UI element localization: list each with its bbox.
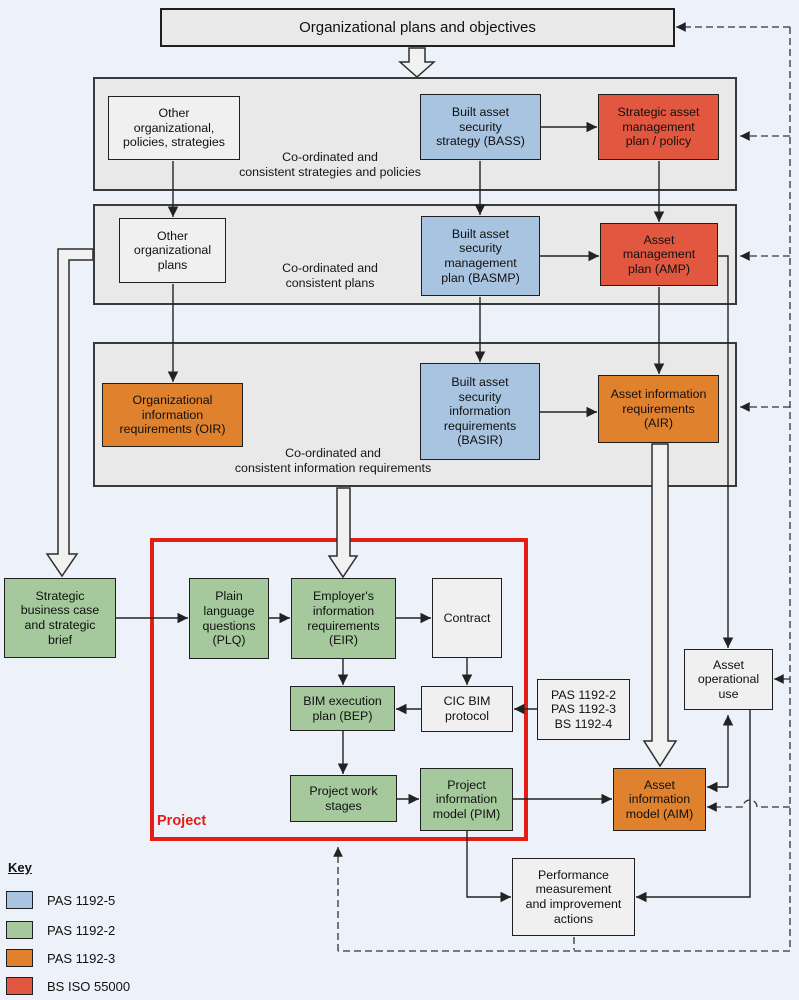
box-other-organizational-plans: Other organizational plans — [119, 218, 226, 283]
arrow-assetop-to-performance — [636, 710, 751, 903]
hollow-arrow-row3-to-eir — [327, 487, 359, 579]
caption-row3: Co-ordinated and consistent information … — [234, 446, 432, 475]
box-amp: Asset management plan (AMP) — [600, 223, 718, 286]
hollow-arrow-title-to-row1 — [398, 47, 436, 79]
legend-swatch-pas-1192-5 — [6, 891, 33, 909]
box-oir: Organizational information requirements … — [102, 383, 243, 447]
box-other-organizational-policies-strategies: Other organizational, policies, strategi… — [108, 96, 240, 160]
box-performance-measurement: Performance measurement and improvement … — [512, 858, 635, 936]
legend-item-pas-1192-2: PAS 1192-2 — [6, 921, 115, 939]
legend-label-pas-1192-3: PAS 1192-3 — [47, 950, 116, 966]
legend-swatch-pas-1192-3 — [6, 949, 33, 967]
box-air: Asset information requirements (AIR) — [598, 375, 719, 443]
dashed-feedback-lines — [333, 22, 791, 952]
hollow-arrow-row2-to-sbc — [45, 248, 94, 578]
box-pas-references: PAS 1192-2 PAS 1192-3 BS 1192-4 — [537, 679, 630, 740]
legend-label-pas-1192-5: PAS 1192-5 — [47, 892, 116, 908]
box-project-work-stages: Project work stages — [290, 775, 397, 822]
legend-item-pas-1192-5: PAS 1192-5 — [6, 891, 115, 909]
box-pim: Project information model (PIM) — [420, 768, 513, 831]
legend-swatch-pas-1192-2 — [6, 921, 33, 939]
legend-label-pas-1192-2: PAS 1192-2 — [47, 922, 116, 938]
legend-item-pas-1192-3: PAS 1192-3 — [6, 949, 115, 967]
solid-flow-arrows — [116, 121, 751, 903]
box-strategic-business-case: Strategic business case and strategic br… — [4, 578, 116, 658]
box-bass: Built asset security strategy (BASS) — [420, 94, 541, 160]
hollow-arrow-air-to-aim — [642, 443, 678, 768]
box-cic-bim-protocol: CIC BIM protocol — [421, 686, 513, 732]
title-box: Organizational plans and objectives — [160, 8, 675, 47]
legend-heading: Key — [8, 860, 32, 875]
project-label: Project — [157, 813, 207, 829]
box-basir: Built asset security information require… — [420, 363, 540, 460]
box-strategic-asset-management-plan: Strategic asset management plan / policy — [598, 94, 719, 160]
box-basmp: Built asset security management plan (BA… — [421, 216, 540, 296]
dashed-into-aim-with-hop — [707, 799, 790, 812]
caption-row2: Co-ordinated and consistent plans — [282, 261, 378, 290]
legend-label-bs-iso-55000: BS ISO 55000 — [47, 978, 131, 994]
box-plq: Plain language questions (PLQ) — [189, 578, 269, 659]
legend-item-bs-iso-55000: BS ISO 55000 — [6, 977, 130, 995]
arrow-pim-to-performance — [466, 831, 511, 903]
box-eir: Employer's information requirements (EIR… — [291, 578, 396, 659]
box-bep: BIM execution plan (BEP) — [290, 686, 395, 731]
box-contract: Contract — [432, 578, 502, 658]
arrow-amp-to-asset-operational-use — [718, 255, 734, 648]
box-aim: Asset information model (AIM) — [613, 768, 706, 831]
caption-row1: Co-ordinated and consistent strategies a… — [239, 150, 421, 179]
box-asset-operational-use: Asset operational use — [684, 649, 773, 710]
legend-swatch-bs-iso-55000 — [6, 977, 33, 995]
hollow-arrows — [45, 47, 678, 768]
